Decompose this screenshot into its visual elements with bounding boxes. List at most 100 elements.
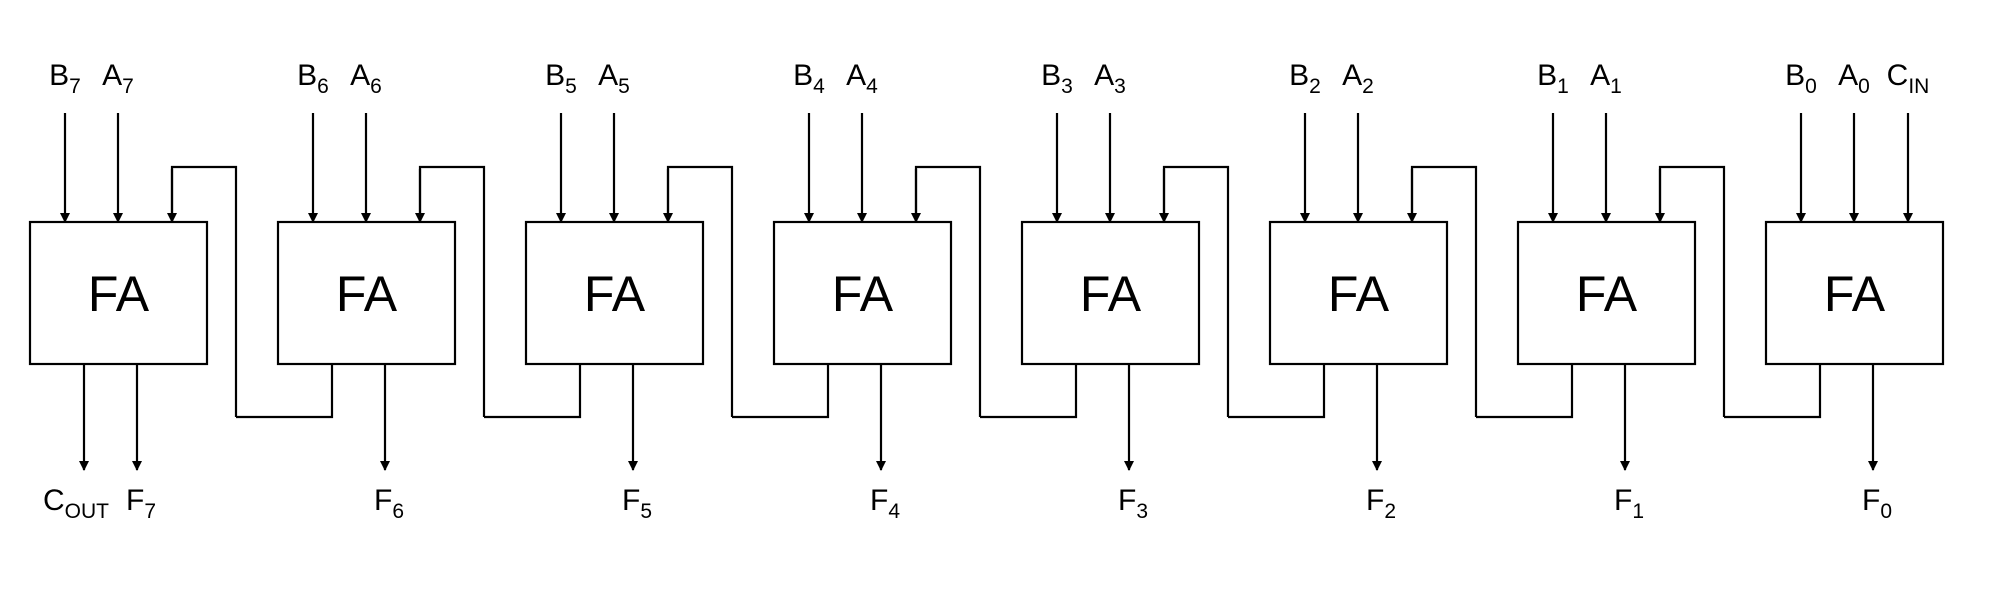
sum-output-label: F1 — [1614, 484, 1644, 523]
input-a-label: A0 — [1838, 59, 1870, 98]
input-a-label: A6 — [350, 59, 382, 98]
input-a-label-main: A — [598, 59, 618, 92]
input-b-label-subscript: 1 — [1557, 75, 1569, 98]
sum-output-label-main: F — [622, 484, 640, 517]
input-b-label-subscript: 4 — [813, 75, 825, 98]
sum-output-label-main: F — [1118, 484, 1136, 517]
input-b-label: B1 — [1537, 59, 1569, 98]
full-adder-label: FA — [1080, 266, 1142, 322]
input-b-label: B2 — [1289, 59, 1321, 98]
sum-output-label-main: F — [1614, 484, 1632, 517]
full-adder-label: FA — [1576, 266, 1638, 322]
sum-output-label: F3 — [1118, 484, 1148, 523]
input-a-label: A4 — [846, 59, 878, 98]
input-b-label: B4 — [793, 59, 825, 98]
full-adder-label: FA — [88, 266, 150, 322]
input-b-label: B3 — [1041, 59, 1073, 98]
input-a-label-main: A — [1342, 59, 1362, 92]
input-b-label-subscript: 7 — [69, 75, 81, 98]
input-b-label: B6 — [297, 59, 329, 98]
input-b-label-subscript: 0 — [1805, 75, 1817, 98]
sum-output-label-main: F — [374, 484, 392, 517]
full-adder-label: FA — [1824, 266, 1886, 322]
sum-output-label-subscript: 3 — [1136, 500, 1148, 523]
full-adder-label: FA — [832, 266, 894, 322]
input-a-label-subscript: 5 — [618, 75, 630, 98]
sum-output-label-subscript: 5 — [640, 500, 652, 523]
full-adder-box — [1020, 220, 1201, 366]
sum-output-label-subscript: 0 — [1880, 500, 1892, 523]
carry-in-label: CIN — [1887, 59, 1930, 98]
input-b-label-main: B — [297, 59, 317, 92]
sum-output-label-subscript: 7 — [144, 500, 156, 523]
sum-output-label-subscript: 4 — [888, 500, 900, 523]
input-b-label: B5 — [545, 59, 577, 98]
input-a-label-main: A — [846, 59, 866, 92]
sum-output-label: F0 — [1862, 484, 1892, 523]
sum-output-label-main: F — [1366, 484, 1384, 517]
full-adder-box — [1516, 220, 1697, 366]
input-a-label-main: A — [1094, 59, 1114, 92]
sum-output-label: F2 — [1366, 484, 1396, 523]
sum-output-label-subscript: 1 — [1632, 500, 1644, 523]
full-adder-label: FA — [584, 266, 646, 322]
input-b-label-subscript: 3 — [1061, 75, 1073, 98]
carry-wire-lower — [732, 364, 830, 419]
sum-output-label: F5 — [622, 484, 652, 523]
input-b-label-main: B — [1289, 59, 1309, 92]
input-a-label-subscript: 1 — [1610, 75, 1622, 98]
input-a-label-subscript: 3 — [1114, 75, 1126, 98]
full-adder-label: FA — [336, 266, 398, 322]
input-b-label-main: B — [1785, 59, 1805, 92]
carry-out-label: COUT — [43, 484, 109, 523]
input-b-label-subscript: 5 — [565, 75, 577, 98]
sum-output-label-subscript: 6 — [392, 500, 404, 523]
input-a-label-main: A — [350, 59, 370, 92]
input-b-label: B7 — [49, 59, 81, 98]
sum-output-label-main: F — [870, 484, 888, 517]
input-a-label-main: A — [1838, 59, 1858, 92]
carry-out-label-subscript: OUT — [65, 500, 110, 523]
input-a-label: A7 — [102, 59, 134, 98]
full-adder-label: FA — [1328, 266, 1390, 322]
input-a-label: A5 — [598, 59, 630, 98]
input-b-label-subscript: 6 — [317, 75, 329, 98]
input-a-label: A2 — [1342, 59, 1374, 98]
input-b-label-main: B — [1041, 59, 1061, 92]
full-adder-box — [524, 220, 705, 366]
carry-wire-lower — [1228, 364, 1326, 419]
input-a-label-subscript: 2 — [1362, 75, 1374, 98]
full-adder-box — [28, 220, 209, 366]
input-b-label: B0 — [1785, 59, 1817, 98]
input-a-label-subscript: 7 — [122, 75, 134, 98]
carry-wire-lower — [980, 364, 1078, 419]
carry-wire-lower — [484, 364, 582, 419]
sum-output-label-subscript: 2 — [1384, 500, 1396, 523]
input-a-label-subscript: 6 — [370, 75, 382, 98]
input-a-label-main: A — [1590, 59, 1610, 92]
sum-output-label: F4 — [870, 484, 900, 523]
carry-wire-lower — [1476, 364, 1574, 419]
carry-in-label-main: C — [1887, 59, 1909, 92]
sum-output-label: F6 — [374, 484, 404, 523]
carry-wire-lower — [1724, 364, 1822, 419]
full-adder-box — [276, 220, 457, 366]
sum-output-label-main: F — [126, 484, 144, 517]
input-b-label-main: B — [1537, 59, 1557, 92]
sum-output-label: F7 — [126, 484, 156, 523]
input-a-label-subscript: 4 — [866, 75, 878, 98]
carry-out-label-main: C — [43, 484, 65, 517]
input-b-label-main: B — [545, 59, 565, 92]
input-a-label-subscript: 0 — [1858, 75, 1870, 98]
input-a-label: A1 — [1590, 59, 1622, 98]
full-adder-box — [1268, 220, 1449, 366]
